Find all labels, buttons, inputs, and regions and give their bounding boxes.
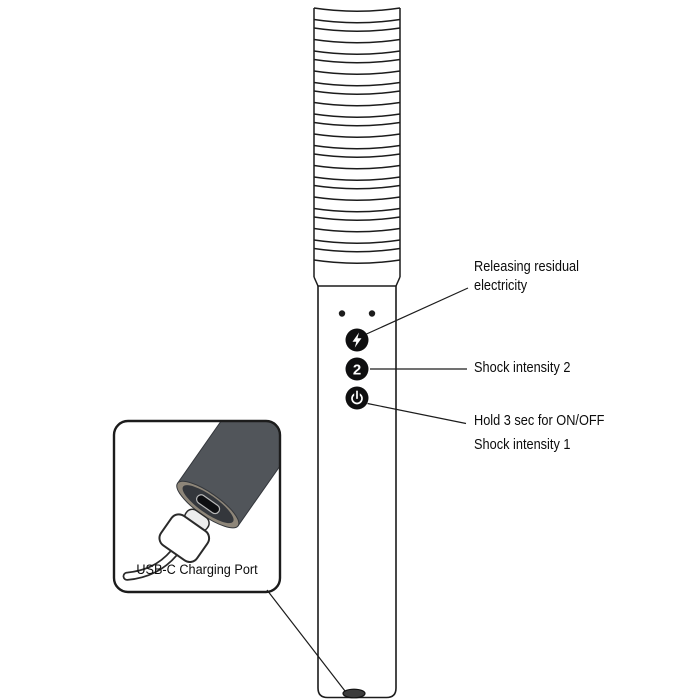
- lightning-icon: [352, 332, 362, 348]
- inset-leader-line: [266, 589, 346, 692]
- rib-line: [313, 101, 401, 107]
- callout-intensity2-label: Shock intensity 2: [474, 360, 571, 376]
- rib-line: [313, 184, 401, 190]
- callout-residual-label: Releasing residual electricity: [474, 258, 579, 296]
- rib-line: [313, 207, 401, 213]
- device-neck-ribs: [313, 7, 401, 264]
- callout-power-line2: Shock intensity 1: [474, 437, 571, 453]
- usb-cable: [124, 550, 177, 579]
- rib-line: [313, 70, 401, 75]
- rib-line: [313, 27, 401, 32]
- device-body-outline: [317, 285, 397, 699]
- rib-line: [313, 239, 401, 244]
- rib-line: [313, 38, 401, 44]
- rib-line: [313, 176, 401, 181]
- rib-line: [313, 90, 401, 95]
- rib-line: [313, 50, 401, 55]
- neck-body-joint-left: [313, 276, 319, 287]
- intensity-2-button-face: [345, 357, 369, 381]
- rib-line: [313, 227, 401, 233]
- usb-c-plug-body: [158, 513, 211, 563]
- rib-line: [313, 164, 401, 170]
- indicator-dot: [368, 310, 376, 317]
- power-button: [345, 386, 369, 410]
- rib-line: [313, 216, 401, 221]
- rib-line: [313, 113, 401, 118]
- inset-usb-label: USB-C Charging Port: [136, 562, 258, 577]
- rib-line: [313, 247, 401, 253]
- rib-line: [313, 153, 401, 158]
- rib-line: [313, 18, 401, 24]
- intensity-2-button-label: 2: [353, 361, 361, 378]
- rib-line: [313, 58, 401, 64]
- inset-box: [112, 419, 282, 594]
- callout-line-power: [367, 402, 467, 425]
- rib-line: [313, 259, 401, 264]
- indicator-dot: [338, 310, 346, 317]
- neck-body-joint-right: [395, 276, 401, 287]
- rib-line: [313, 144, 401, 150]
- inset-content: [122, 421, 280, 581]
- rib-line: [313, 81, 401, 87]
- callout-line-residual: [366, 287, 469, 335]
- release-button: [345, 328, 369, 352]
- callout-residual-line1: Releasing residual: [474, 259, 579, 275]
- charging-port-oval: [342, 688, 366, 699]
- power-icon: [351, 390, 363, 405]
- rib-line: [313, 7, 401, 12]
- callout-power-label: Hold 3 sec for ON/OFF Shock intensity 1: [474, 412, 604, 455]
- intensity-2-button: 2: [345, 357, 369, 381]
- callout-residual-line2: electricity: [474, 278, 528, 294]
- usb-c-port-slot: [196, 494, 221, 515]
- rib-line: [313, 196, 401, 201]
- callout-power-line1: Hold 3 sec for ON/OFF: [474, 413, 605, 429]
- rib-line: [313, 121, 401, 127]
- rib-line: [313, 133, 401, 138]
